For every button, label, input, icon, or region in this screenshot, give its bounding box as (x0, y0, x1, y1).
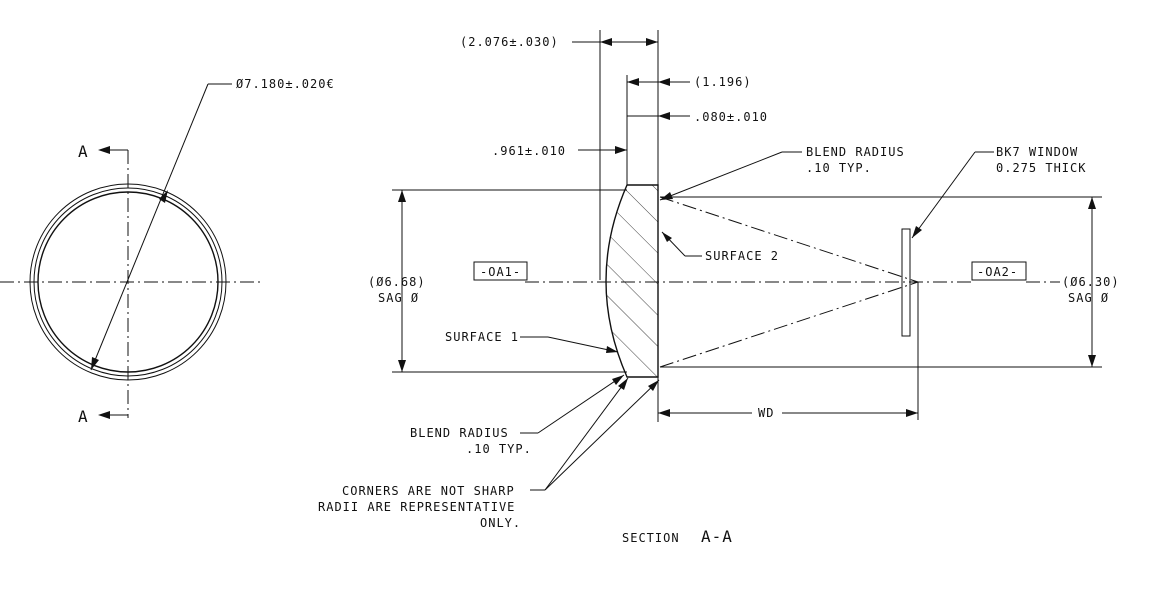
section-title-letters: A-A (701, 527, 733, 546)
surface2-label: SURFACE 2 (705, 249, 779, 263)
section-view: (2.076±.030) (1.196) .080±.010 .961±.010… (318, 30, 1120, 546)
corners-note-line1: CORNERS ARE NOT SHARP (342, 484, 515, 498)
bk7-window (901, 228, 911, 337)
blend-radius-bottom-line2: .10 TYP. (466, 442, 532, 456)
window-line1: BK7 WINDOW (996, 145, 1078, 159)
section-letter-top: A (78, 142, 89, 161)
section-arrow-top (98, 146, 110, 154)
front-view: A A Ø7.180±.020€ (0, 77, 335, 426)
surface1-label: SURFACE 1 (445, 330, 519, 344)
left-dia-line2: SAG Ø (378, 291, 419, 305)
section-title-prefix: SECTION (622, 531, 680, 545)
oa1-box (473, 261, 528, 281)
section-letter-bottom: A (78, 407, 89, 426)
corners-note-line2: RADII ARE REPRESENTATIVE (318, 500, 515, 514)
dim-1196: (1.196) (694, 75, 752, 89)
oa1-tag: -OA1- (480, 265, 521, 279)
lens-outline (605, 184, 659, 378)
diameter-callout: Ø7.180±.020€ (236, 77, 335, 91)
dim-080: .080±.010 (694, 110, 768, 124)
section-arrow-bottom (98, 411, 110, 419)
oa2-box (971, 261, 1027, 281)
dim-overall-length: (2.076±.030) (460, 35, 559, 49)
ray-lower (659, 281, 919, 368)
diameter-leader (90, 83, 209, 371)
right-dia-line1: (Ø6.30) (1062, 275, 1120, 289)
ray-upper (659, 196, 919, 283)
dim-961: .961±.010 (492, 144, 566, 158)
window-line2: 0.275 THICK (996, 161, 1086, 175)
oa2-tag: -OA2- (977, 265, 1018, 279)
corners-note-line3: ONLY. (480, 516, 521, 530)
blend-radius-top-line2: .10 TYP. (806, 161, 872, 175)
left-dia-line1: (Ø6.68) (368, 275, 426, 289)
right-dia-line2: SAG Ø (1068, 291, 1109, 305)
blend-radius-top-line1: BLEND RADIUS (806, 145, 905, 159)
lens-hatching (606, 185, 658, 377)
blend-radius-bottom-line1: BLEND RADIUS (410, 426, 509, 440)
wd-label: WD (758, 406, 774, 420)
